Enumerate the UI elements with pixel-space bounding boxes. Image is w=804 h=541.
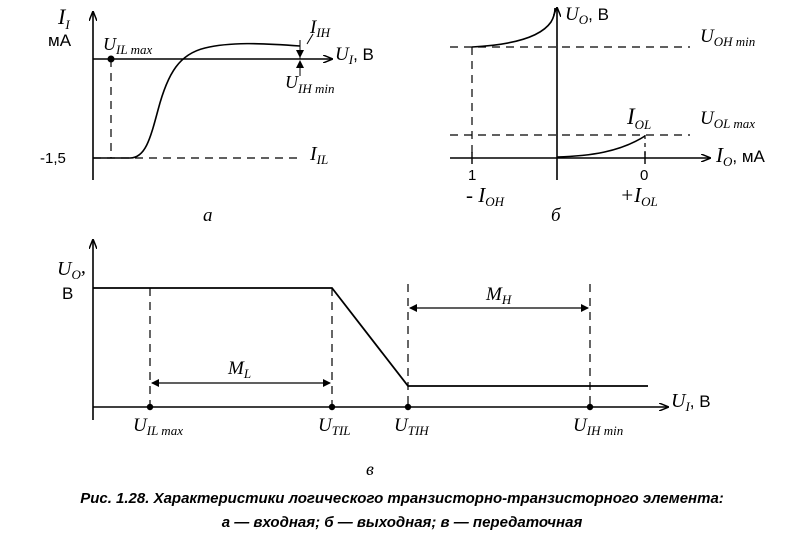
svg-text:- IOH: - IOH [466,183,505,209]
panel-c-y-comma: , [81,256,86,278]
svg-text:MH: MH [485,284,512,307]
panel-a-iih-tick [306,33,314,45]
svg-text:UOH min: UOH min [700,26,755,49]
panel-c-utih-sub: TIH [408,423,430,438]
panel-a-tick-label: -1,5 [40,150,66,167]
panel-b-y-sub: O [579,12,589,27]
panel-b-x-symbol: I [715,143,724,167]
panel-c-ml-label: M [227,358,245,379]
panel-b-minus-ioh-label: - I [466,183,486,207]
svg-text:IIL: IIL [309,143,328,167]
panel-b-low-curve [556,135,646,158]
panel-a-uil-max-point [107,55,115,63]
panel-b-tick-zero-label: 0 [640,167,648,184]
svg-text:IO, мА: IO, мА [715,143,766,169]
panel-c-transfer-characteristic: UO, В MH ML UI, В UIL max UTIL UTIH UIH … [57,240,711,479]
panel-c-uih-min-point [586,403,594,411]
caption-line-1: Рис. 1.28. Характеристики логического тр… [80,490,724,507]
panel-c-uil-max-point [146,403,154,411]
panel-a-iih-label: I [309,17,318,38]
svg-text:UIH min: UIH min [285,72,334,96]
panel-a-uih-min-label: U [285,72,299,92]
panel-a-iih-sub: IH [315,25,330,40]
panel-c-label: в [366,459,374,479]
panel-b-output-characteristic: UO, В UOH min IOL UOL max IO, мА 1 0 - I… [450,4,766,226]
panel-a-x-unit: , В [353,45,374,64]
svg-text:IOL: IOL [626,104,651,132]
panel-c-uil-max-label: U [133,415,148,436]
panel-c-y-sub: O [71,267,81,282]
panel-c-uil-max-sub: IL max [146,423,183,438]
panel-a-y-symbol: I [57,4,67,29]
panel-b-tick-one-label: 1 [468,167,476,184]
panel-c-util-sub: TIL [332,423,351,438]
caption-line-2: а — входная; б — выходная; в — передаточ… [222,514,583,531]
svg-text:ML: ML [227,358,251,381]
svg-text:UIH min: UIH min [573,415,623,438]
panel-c-util-point [328,403,336,411]
panel-b-high-curve [471,7,556,48]
panel-c-uih-min-label: U [573,415,588,436]
panel-b-x-unit: , мА [732,147,765,166]
svg-text:UO, В: UO, В [565,4,609,27]
panel-b-uoh-min-sub: OH min [714,34,756,49]
panel-b-iol-label: I [626,104,636,129]
panel-a-x-sub: I [348,52,354,67]
panel-b-uol-max-label: U [700,108,715,129]
panel-c-x-sub: I [684,399,690,414]
panel-c-y-symbol: U [57,258,73,280]
panel-a-x-symbol: U [335,44,350,65]
panel-c-utih-label: U [394,415,409,436]
panel-b-y-symbol: U [565,4,580,25]
svg-text:UOL max: UOL max [700,108,755,131]
panel-a-curve [93,42,301,159]
panel-b-minus-ioh-sub: OH [485,194,504,209]
panel-c-mh-label: M [485,284,503,305]
svg-text:+IOL: +IOL [620,183,658,209]
panel-b-label: б [551,205,562,226]
svg-text:UI, В: UI, В [335,44,374,67]
svg-text:UIL max: UIL max [133,415,183,438]
panel-a-uih-min-sub: IH min [297,81,334,96]
panel-c-mh-sub: H [501,292,512,307]
panel-c-transfer-curve [93,287,648,387]
svg-text:UTIL: UTIL [318,415,351,438]
svg-text:II: II [57,4,70,32]
panel-b-y-unit: , В [588,5,609,24]
panel-b-uol-max-sub: OL max [714,116,756,131]
svg-text:IIH: IIH [309,17,331,40]
panel-c-uih-min-sub: IH min [586,423,623,438]
panel-a-y-sub: I [64,17,70,32]
svg-text:UO,: UO, [57,256,86,282]
panel-b-plus-iol-label: +I [620,183,642,207]
svg-text:UI, В: UI, В [671,390,711,414]
panel-a-uil-max-label: U [103,34,117,54]
panel-a-iil-label: I [309,143,318,165]
panel-a-input-characteristic: II мА UIL max IIH UI, В UIH min IIL -1,5… [40,4,374,226]
panel-c-utih-point [404,403,412,411]
panel-c-x-symbol: U [671,390,687,412]
panel-b-uoh-min-label: U [700,26,715,47]
svg-text:UTIH: UTIH [394,415,429,438]
svg-text:UIL max: UIL max [103,34,152,57]
panel-a-uil-max-sub: IL max [115,42,152,57]
panel-c-x-unit: , В [690,392,711,411]
panel-a-iil-sub: IL [316,152,329,167]
panel-a-y-unit: мА [48,31,72,50]
panel-c-ml-sub: L [243,366,251,381]
panel-a-label: а [203,205,213,226]
panel-b-x-sub: O [723,154,733,169]
panel-c-util-label: U [318,415,333,436]
panel-b-plus-iol-sub: OL [641,194,658,209]
panel-b-iol-sub: OL [635,117,652,132]
panel-c-y-unit: В [62,284,73,303]
